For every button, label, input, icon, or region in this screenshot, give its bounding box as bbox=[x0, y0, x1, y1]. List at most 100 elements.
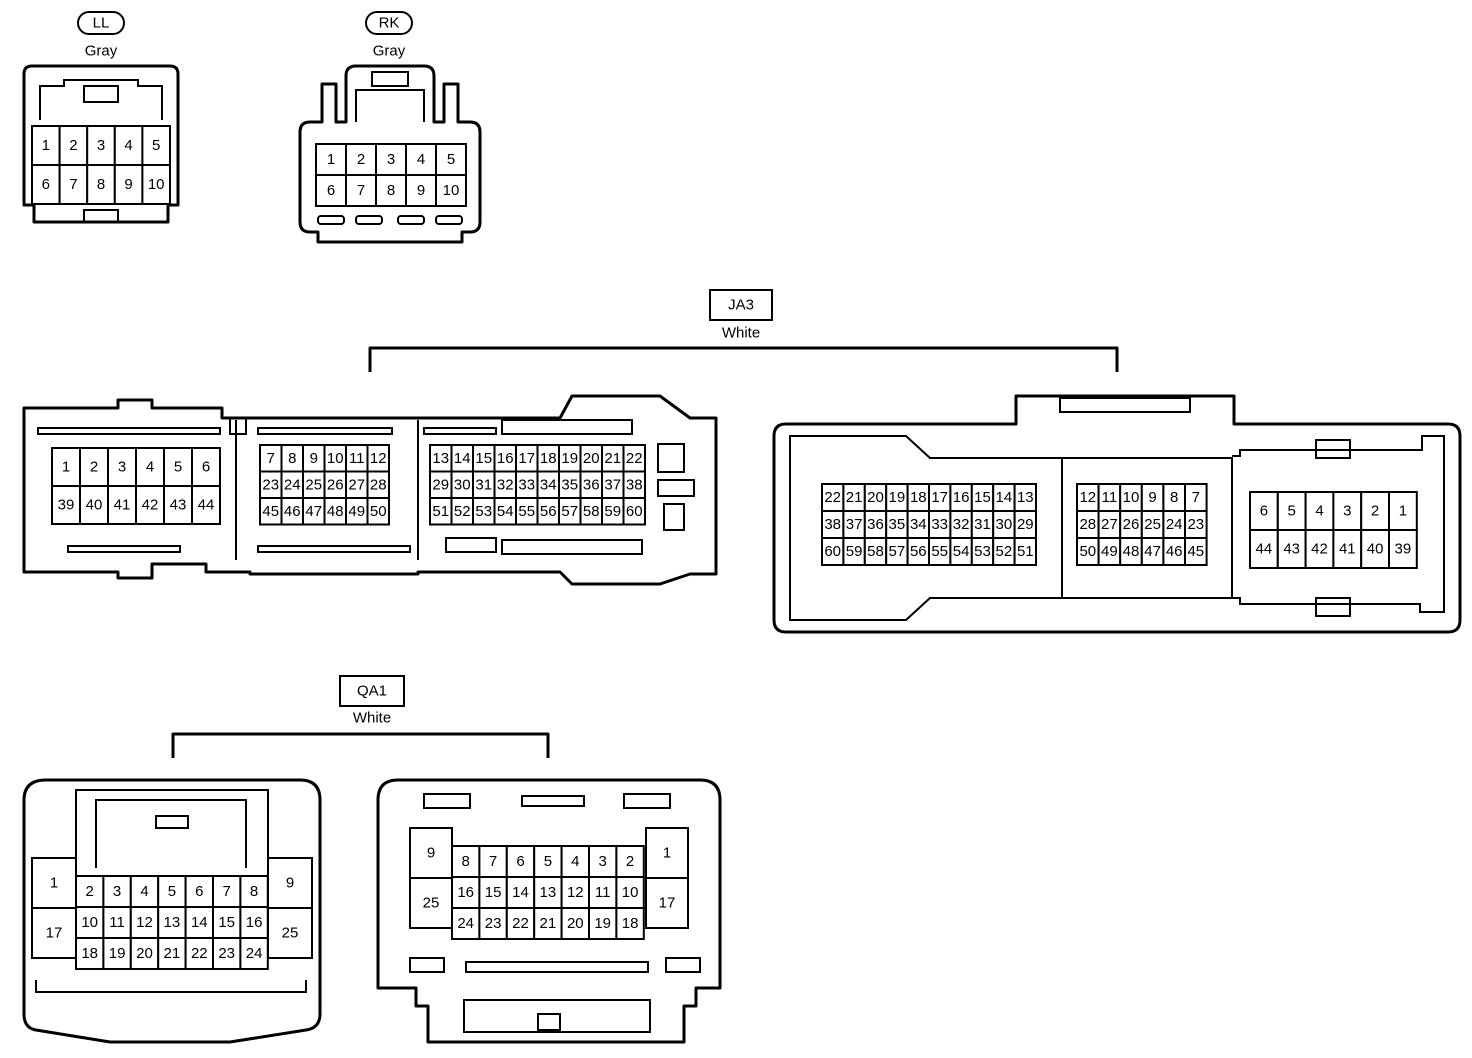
pin-label: 44 bbox=[198, 497, 215, 514]
pin-label: 37 bbox=[846, 516, 863, 533]
pin-label: 8 bbox=[462, 853, 470, 870]
pin-label: 24 bbox=[246, 945, 263, 962]
pin-label: 52 bbox=[996, 543, 1013, 560]
qa1-code-box bbox=[339, 675, 405, 707]
pin-label: 54 bbox=[497, 503, 514, 520]
pin-label: 18 bbox=[540, 450, 557, 467]
ja3-bracket bbox=[368, 346, 1119, 372]
pin-cell bbox=[31, 164, 61, 205]
pin-label: 7 bbox=[489, 853, 497, 870]
pin-label: 6 bbox=[1260, 503, 1268, 520]
pin-cell bbox=[239, 937, 269, 970]
pin-label: 60 bbox=[626, 503, 643, 520]
ll-code-badge bbox=[77, 11, 125, 35]
pin-cell bbox=[75, 937, 105, 970]
ja3-female-housing bbox=[772, 394, 1462, 634]
pin-cell bbox=[435, 143, 467, 176]
pin-label: 4 bbox=[417, 151, 425, 168]
rk-slot bbox=[397, 215, 425, 225]
pin-label: 7 bbox=[223, 883, 231, 900]
pin-label: 38 bbox=[824, 516, 841, 533]
ja3-code: JA3 bbox=[728, 297, 754, 314]
pin-label: 21 bbox=[846, 489, 863, 506]
pin-label: 19 bbox=[594, 915, 611, 932]
pin-label: 4 bbox=[124, 137, 132, 154]
pin-label: 5 bbox=[174, 459, 182, 476]
pin-label: 15 bbox=[218, 914, 235, 931]
pin-label: 35 bbox=[561, 476, 578, 493]
pin-label: 14 bbox=[996, 489, 1013, 506]
pin-label: 53 bbox=[475, 503, 492, 520]
ll-key bbox=[83, 209, 119, 223]
pin-label: 18 bbox=[81, 945, 98, 962]
pin-label: 7 bbox=[1192, 489, 1200, 506]
ja3-male-key-2 bbox=[657, 479, 695, 497]
ja3-male-key-3 bbox=[663, 503, 685, 531]
pin-cell bbox=[31, 857, 77, 909]
ja3-female-cavity-b bbox=[1062, 457, 1233, 599]
pin-label: 45 bbox=[1187, 543, 1204, 560]
qa1-male-latch bbox=[155, 815, 189, 829]
pin-label: 7 bbox=[267, 450, 275, 467]
pin-label: 11 bbox=[595, 884, 611, 901]
pin-label: 17 bbox=[659, 895, 676, 912]
pin-label: 11 bbox=[1102, 489, 1118, 506]
pin-label: 1 bbox=[42, 137, 50, 154]
qa1-code: QA1 bbox=[357, 683, 387, 700]
pin-label: 10 bbox=[443, 182, 460, 199]
pin-label: 22 bbox=[191, 945, 208, 962]
pin-label: 11 bbox=[349, 450, 365, 467]
qa1-female-lock bbox=[463, 999, 651, 1033]
pin-cell bbox=[239, 906, 269, 939]
pin-cell bbox=[191, 485, 221, 525]
pin-label: 29 bbox=[1017, 516, 1034, 533]
pin-label: 22 bbox=[626, 450, 643, 467]
pin-label: 5 bbox=[447, 151, 455, 168]
ja3-male-rib-top-d bbox=[501, 419, 633, 435]
pin-label: 34 bbox=[540, 476, 557, 493]
pin-label: 31 bbox=[475, 476, 492, 493]
pin-label: 3 bbox=[113, 883, 121, 900]
rk-slot bbox=[435, 215, 463, 225]
ll-latch bbox=[83, 85, 119, 103]
pin-label: 24 bbox=[1166, 516, 1183, 533]
pin-label: 58 bbox=[867, 543, 884, 560]
pin-label: 5 bbox=[1288, 503, 1296, 520]
pin-label: 26 bbox=[1123, 516, 1140, 533]
qa1-female-housing bbox=[376, 778, 722, 1044]
qa1-female-slot-1 bbox=[423, 793, 471, 809]
pin-label: 16 bbox=[246, 914, 263, 931]
pin-label: 50 bbox=[370, 503, 387, 520]
pin-label: 15 bbox=[485, 884, 502, 901]
ja3-male-key-1 bbox=[657, 443, 685, 473]
pin-label: 27 bbox=[348, 476, 365, 493]
qa1-male-lock-inner bbox=[95, 799, 247, 868]
pin-label: 19 bbox=[109, 945, 126, 962]
pin-label: 29 bbox=[432, 476, 449, 493]
pin-label: 20 bbox=[867, 489, 884, 506]
pin-label: 39 bbox=[1395, 541, 1412, 558]
pin-label: 2 bbox=[90, 459, 98, 476]
pin-cell bbox=[157, 906, 187, 939]
pin-cell bbox=[505, 845, 536, 878]
pin-label: 1 bbox=[62, 459, 70, 476]
pin-label: 40 bbox=[1367, 541, 1384, 558]
pin-cell bbox=[31, 125, 61, 166]
pin-cell bbox=[615, 907, 645, 940]
pin-label: 10 bbox=[622, 884, 639, 901]
pin-cell bbox=[1388, 529, 1418, 569]
pin-cell bbox=[315, 174, 347, 207]
qa1-male-lock-outer bbox=[75, 789, 269, 868]
pin-label: 2 bbox=[626, 853, 634, 870]
pin-label: 38 bbox=[626, 476, 643, 493]
pin-label: 13 bbox=[1017, 489, 1034, 506]
pin-label: 42 bbox=[142, 497, 159, 514]
pin-label: 49 bbox=[348, 503, 365, 520]
rk-housing bbox=[298, 64, 482, 244]
rk-code-badge bbox=[365, 11, 413, 35]
pin-label: 39 bbox=[58, 497, 75, 514]
rk-slot bbox=[317, 215, 345, 225]
pin-label: 55 bbox=[931, 543, 948, 560]
pin-label: 13 bbox=[164, 914, 181, 931]
